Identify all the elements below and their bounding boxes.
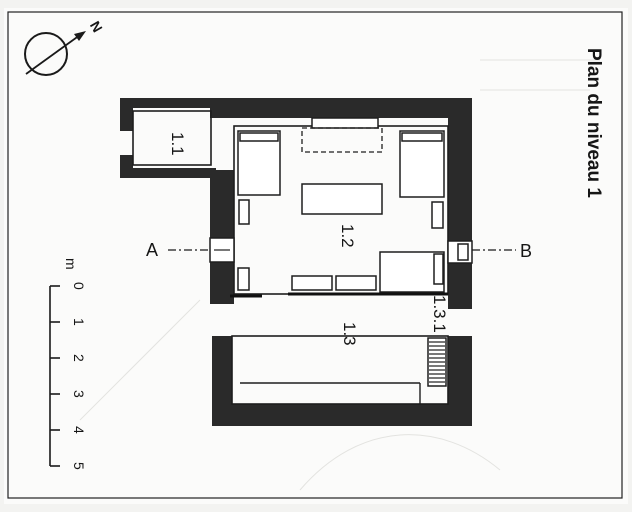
fireplace-projection — [301, 127, 383, 153]
compass-circle — [24, 32, 68, 76]
scale-tick-label: 5 — [71, 462, 87, 470]
wall-main-left-lower — [210, 262, 234, 304]
stair-treads — [429, 341, 445, 383]
wall-main-left-upper — [210, 170, 234, 238]
annex-interior-outline — [132, 110, 212, 166]
room-label-1-1: 1.1 — [168, 132, 187, 156]
scale-tick-label: 3 — [71, 390, 87, 398]
section-mark-a: A — [146, 240, 158, 260]
scale-bar: 0 1 2 3 4 5 m — [49, 258, 87, 470]
scale-unit: m — [63, 258, 79, 270]
compass-needle — [25, 34, 81, 75]
wall-main-right-lower — [448, 263, 472, 309]
wall-main-right-upper — [448, 98, 472, 241]
wall-annex-left-upper — [120, 98, 133, 131]
stair-1-3-1 — [427, 337, 447, 387]
faint-curve — [299, 434, 501, 491]
stool-right — [431, 201, 444, 229]
room-label-1-3-1: 1.3.1 — [430, 295, 449, 333]
bench-right-end — [433, 253, 444, 285]
wall-r13-left — [212, 336, 232, 426]
section-mark-b: B — [520, 241, 532, 261]
wall-main-top — [210, 98, 472, 118]
bed-right — [399, 130, 445, 198]
main-room-furniture — [237, 130, 448, 296]
scale-tick-label: 1 — [71, 318, 87, 326]
r13-interior-outline — [231, 335, 449, 405]
wall-annex-bottom — [120, 168, 216, 178]
sheet-frame — [7, 11, 623, 499]
scale-ticks: 0 1 2 3 4 5 — [50, 282, 87, 470]
scale-tick-label: 4 — [71, 426, 87, 434]
faint-background-traces — [79, 59, 600, 491]
bed-right-pillow — [401, 132, 443, 142]
faint-curve — [79, 299, 201, 421]
paper-sheet — [4, 8, 628, 504]
walls — [120, 98, 472, 426]
bench-bottom-2 — [335, 275, 377, 291]
plan-title: Plan du niveau 1 — [583, 48, 604, 198]
opening-right-frame — [457, 243, 469, 261]
stool-left — [238, 199, 250, 225]
room-label-1-2: 1.2 — [338, 224, 357, 248]
wall-annex-top — [120, 98, 216, 108]
wall-r13-right — [448, 336, 472, 426]
bench-bottom-1 — [291, 275, 333, 291]
wall-annex-left-lower — [120, 155, 133, 178]
bed-left-pillow — [239, 132, 279, 142]
fireplace-hearth — [311, 117, 379, 129]
scale-tick-label: 0 — [71, 282, 87, 290]
stool-bottom-left — [237, 267, 250, 291]
faint-lines — [480, 59, 600, 91]
room-label-1-3: 1.3 — [340, 322, 359, 346]
scale-tick-label: 2 — [71, 354, 87, 362]
table — [301, 183, 383, 215]
compass-arrow-icon — [74, 31, 86, 41]
wall-r13-bottom — [212, 404, 472, 426]
